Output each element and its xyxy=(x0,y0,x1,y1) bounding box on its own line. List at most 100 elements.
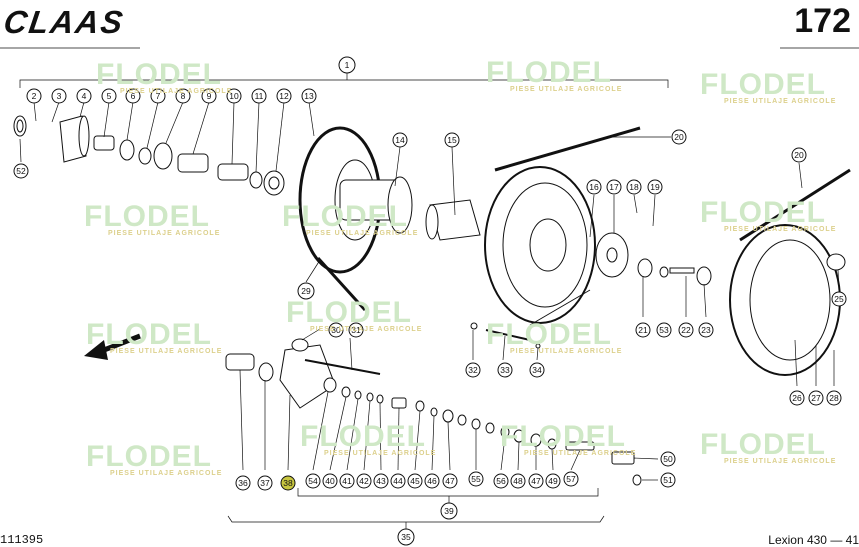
callout: 34 xyxy=(529,362,545,378)
callout: 40 xyxy=(322,473,338,489)
svg-text:27: 27 xyxy=(811,393,821,403)
svg-text:23: 23 xyxy=(701,325,711,335)
main-pulley xyxy=(484,126,641,326)
brace-35 xyxy=(227,515,605,523)
svg-text:7: 7 xyxy=(156,91,161,101)
callout: 14 xyxy=(392,132,408,148)
svg-text:26: 26 xyxy=(792,393,802,403)
callout: 3 xyxy=(51,88,67,104)
direction-arrow xyxy=(84,333,141,360)
callout: 7 xyxy=(150,88,166,104)
callout: 43 xyxy=(373,473,389,489)
svg-text:18: 18 xyxy=(629,182,639,192)
callout: 33 xyxy=(497,362,513,378)
svg-text:3: 3 xyxy=(57,91,62,101)
svg-text:1: 1 xyxy=(345,60,350,70)
callout: 49 xyxy=(545,473,561,489)
callout: 47 xyxy=(528,473,544,489)
svg-text:47: 47 xyxy=(531,476,541,486)
callout: 27 xyxy=(808,390,824,406)
svg-text:20: 20 xyxy=(674,132,684,142)
svg-text:44: 44 xyxy=(393,476,403,486)
svg-text:25: 25 xyxy=(834,294,844,304)
svg-text:53: 53 xyxy=(659,325,669,335)
callout: 32 xyxy=(465,362,481,378)
brace-39 xyxy=(297,488,599,497)
callout: 45 xyxy=(407,473,423,489)
callout: 15 xyxy=(444,132,460,148)
svg-text:47: 47 xyxy=(445,476,455,486)
callout: 2 xyxy=(26,88,42,104)
callout: 48 xyxy=(510,473,526,489)
svg-text:17: 17 xyxy=(609,182,619,192)
callout: 29 xyxy=(297,282,315,300)
doc-number: 111395 xyxy=(0,533,44,547)
callout: 26 xyxy=(789,390,805,406)
svg-text:9: 9 xyxy=(207,91,212,101)
callout: 22 xyxy=(678,322,694,338)
svg-text:39: 39 xyxy=(444,506,454,516)
svg-text:16: 16 xyxy=(589,182,599,192)
callout: 53 xyxy=(656,322,672,338)
lower-shaft-parts xyxy=(341,386,642,486)
callout: 56 xyxy=(493,473,509,489)
callout: 4 xyxy=(76,88,92,104)
callout: 12 xyxy=(276,88,292,104)
callout: 39 xyxy=(440,502,458,520)
callout: 28 xyxy=(826,390,842,406)
svg-text:8: 8 xyxy=(181,91,186,101)
svg-text:12: 12 xyxy=(279,91,289,101)
svg-text:45: 45 xyxy=(410,476,420,486)
model-label: Lexion 430 — 41 xyxy=(768,533,859,547)
svg-text:40: 40 xyxy=(325,476,335,486)
svg-text:42: 42 xyxy=(359,476,369,486)
callout: 18 xyxy=(626,179,642,195)
callout: 21 xyxy=(635,322,651,338)
svg-text:6: 6 xyxy=(131,91,136,101)
callout: 46 xyxy=(424,473,440,489)
callout: 16 xyxy=(586,179,602,195)
callout: 51 xyxy=(660,472,676,488)
callout: 17 xyxy=(606,179,622,195)
right-pulley xyxy=(729,168,851,376)
callout: 20 xyxy=(671,129,687,145)
hub-17 xyxy=(595,232,712,286)
svg-text:14: 14 xyxy=(395,135,405,145)
callout: 20 xyxy=(791,147,807,163)
callout: 36 xyxy=(235,475,251,491)
svg-text:30: 30 xyxy=(331,325,341,335)
svg-text:15: 15 xyxy=(447,135,457,145)
callout: 30 xyxy=(328,322,344,338)
callout: 9 xyxy=(201,88,217,104)
callout: 35 xyxy=(397,528,415,546)
callout: 37 xyxy=(257,475,273,491)
callout: 10 xyxy=(226,88,242,104)
callout: 13 xyxy=(301,88,317,104)
svg-text:36: 36 xyxy=(238,478,248,488)
svg-text:28: 28 xyxy=(829,393,839,403)
svg-text:34: 34 xyxy=(532,365,542,375)
svg-text:11: 11 xyxy=(255,91,264,101)
callout: 54 xyxy=(305,473,321,489)
svg-text:35: 35 xyxy=(401,532,411,542)
svg-text:20: 20 xyxy=(794,150,804,160)
callout: 19 xyxy=(647,179,663,195)
tensioner-bracket xyxy=(225,338,381,409)
svg-text:46: 46 xyxy=(427,476,437,486)
svg-text:4: 4 xyxy=(82,91,87,101)
callout: 6 xyxy=(125,88,141,104)
callout: 5 xyxy=(101,88,117,104)
callout: 1 xyxy=(338,56,356,74)
callout: 25 xyxy=(831,291,847,307)
